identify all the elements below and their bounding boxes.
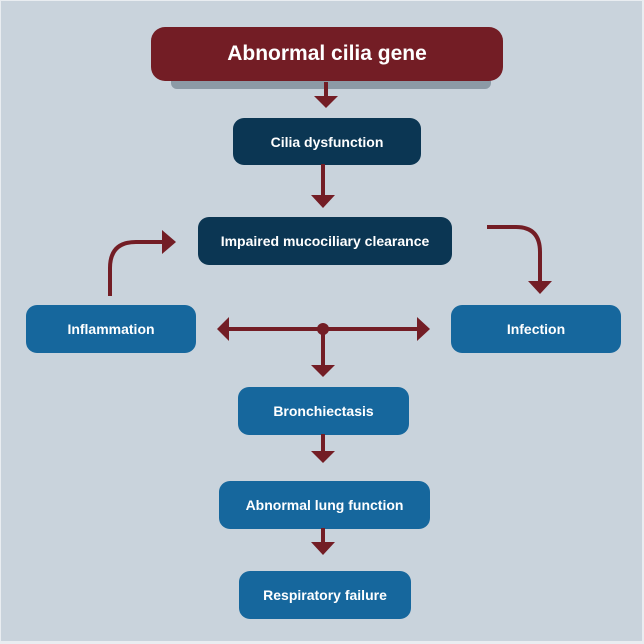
node-label: Cilia dysfunction [270, 133, 384, 150]
arrow-bronchiectasis-to-lung [311, 434, 335, 463]
node-respiratory-failure: Respiratory failure [239, 571, 411, 619]
arrow-cilia-to-impaired [311, 164, 335, 208]
node-label: Inflammation [67, 321, 155, 337]
node-impaired-mucociliary-clearance: Impaired mucociliary clearance [198, 217, 452, 265]
node-abnormal-cilia-gene: Abnormal cilia gene [151, 27, 503, 81]
arrow-gene-to-cilia [314, 82, 338, 108]
arrow-impaired-to-infection [487, 225, 552, 294]
node-bronchiectasis: Bronchiectasis [238, 387, 409, 435]
node-abnormal-lung-function: Abnormal lung function [219, 481, 430, 529]
node-cilia-dysfunction: Cilia dysfunction [233, 118, 421, 165]
node-label: Abnormal lung function [245, 497, 404, 513]
arrow-lung-to-respiratory [311, 528, 335, 555]
node-label: Respiratory failure [263, 587, 387, 603]
node-infection: Infection [451, 305, 621, 353]
node-inflammation: Inflammation [26, 305, 196, 353]
arrow-junction-to-bronchiectasis [311, 329, 335, 377]
node-label: Bronchiectasis [273, 403, 374, 419]
arrow-inflammation-to-impaired [108, 230, 176, 296]
node-label: Abnormal cilia gene [227, 42, 427, 65]
node-label: Impaired mucociliary clearance [220, 233, 430, 249]
node-label: Infection [506, 321, 566, 337]
